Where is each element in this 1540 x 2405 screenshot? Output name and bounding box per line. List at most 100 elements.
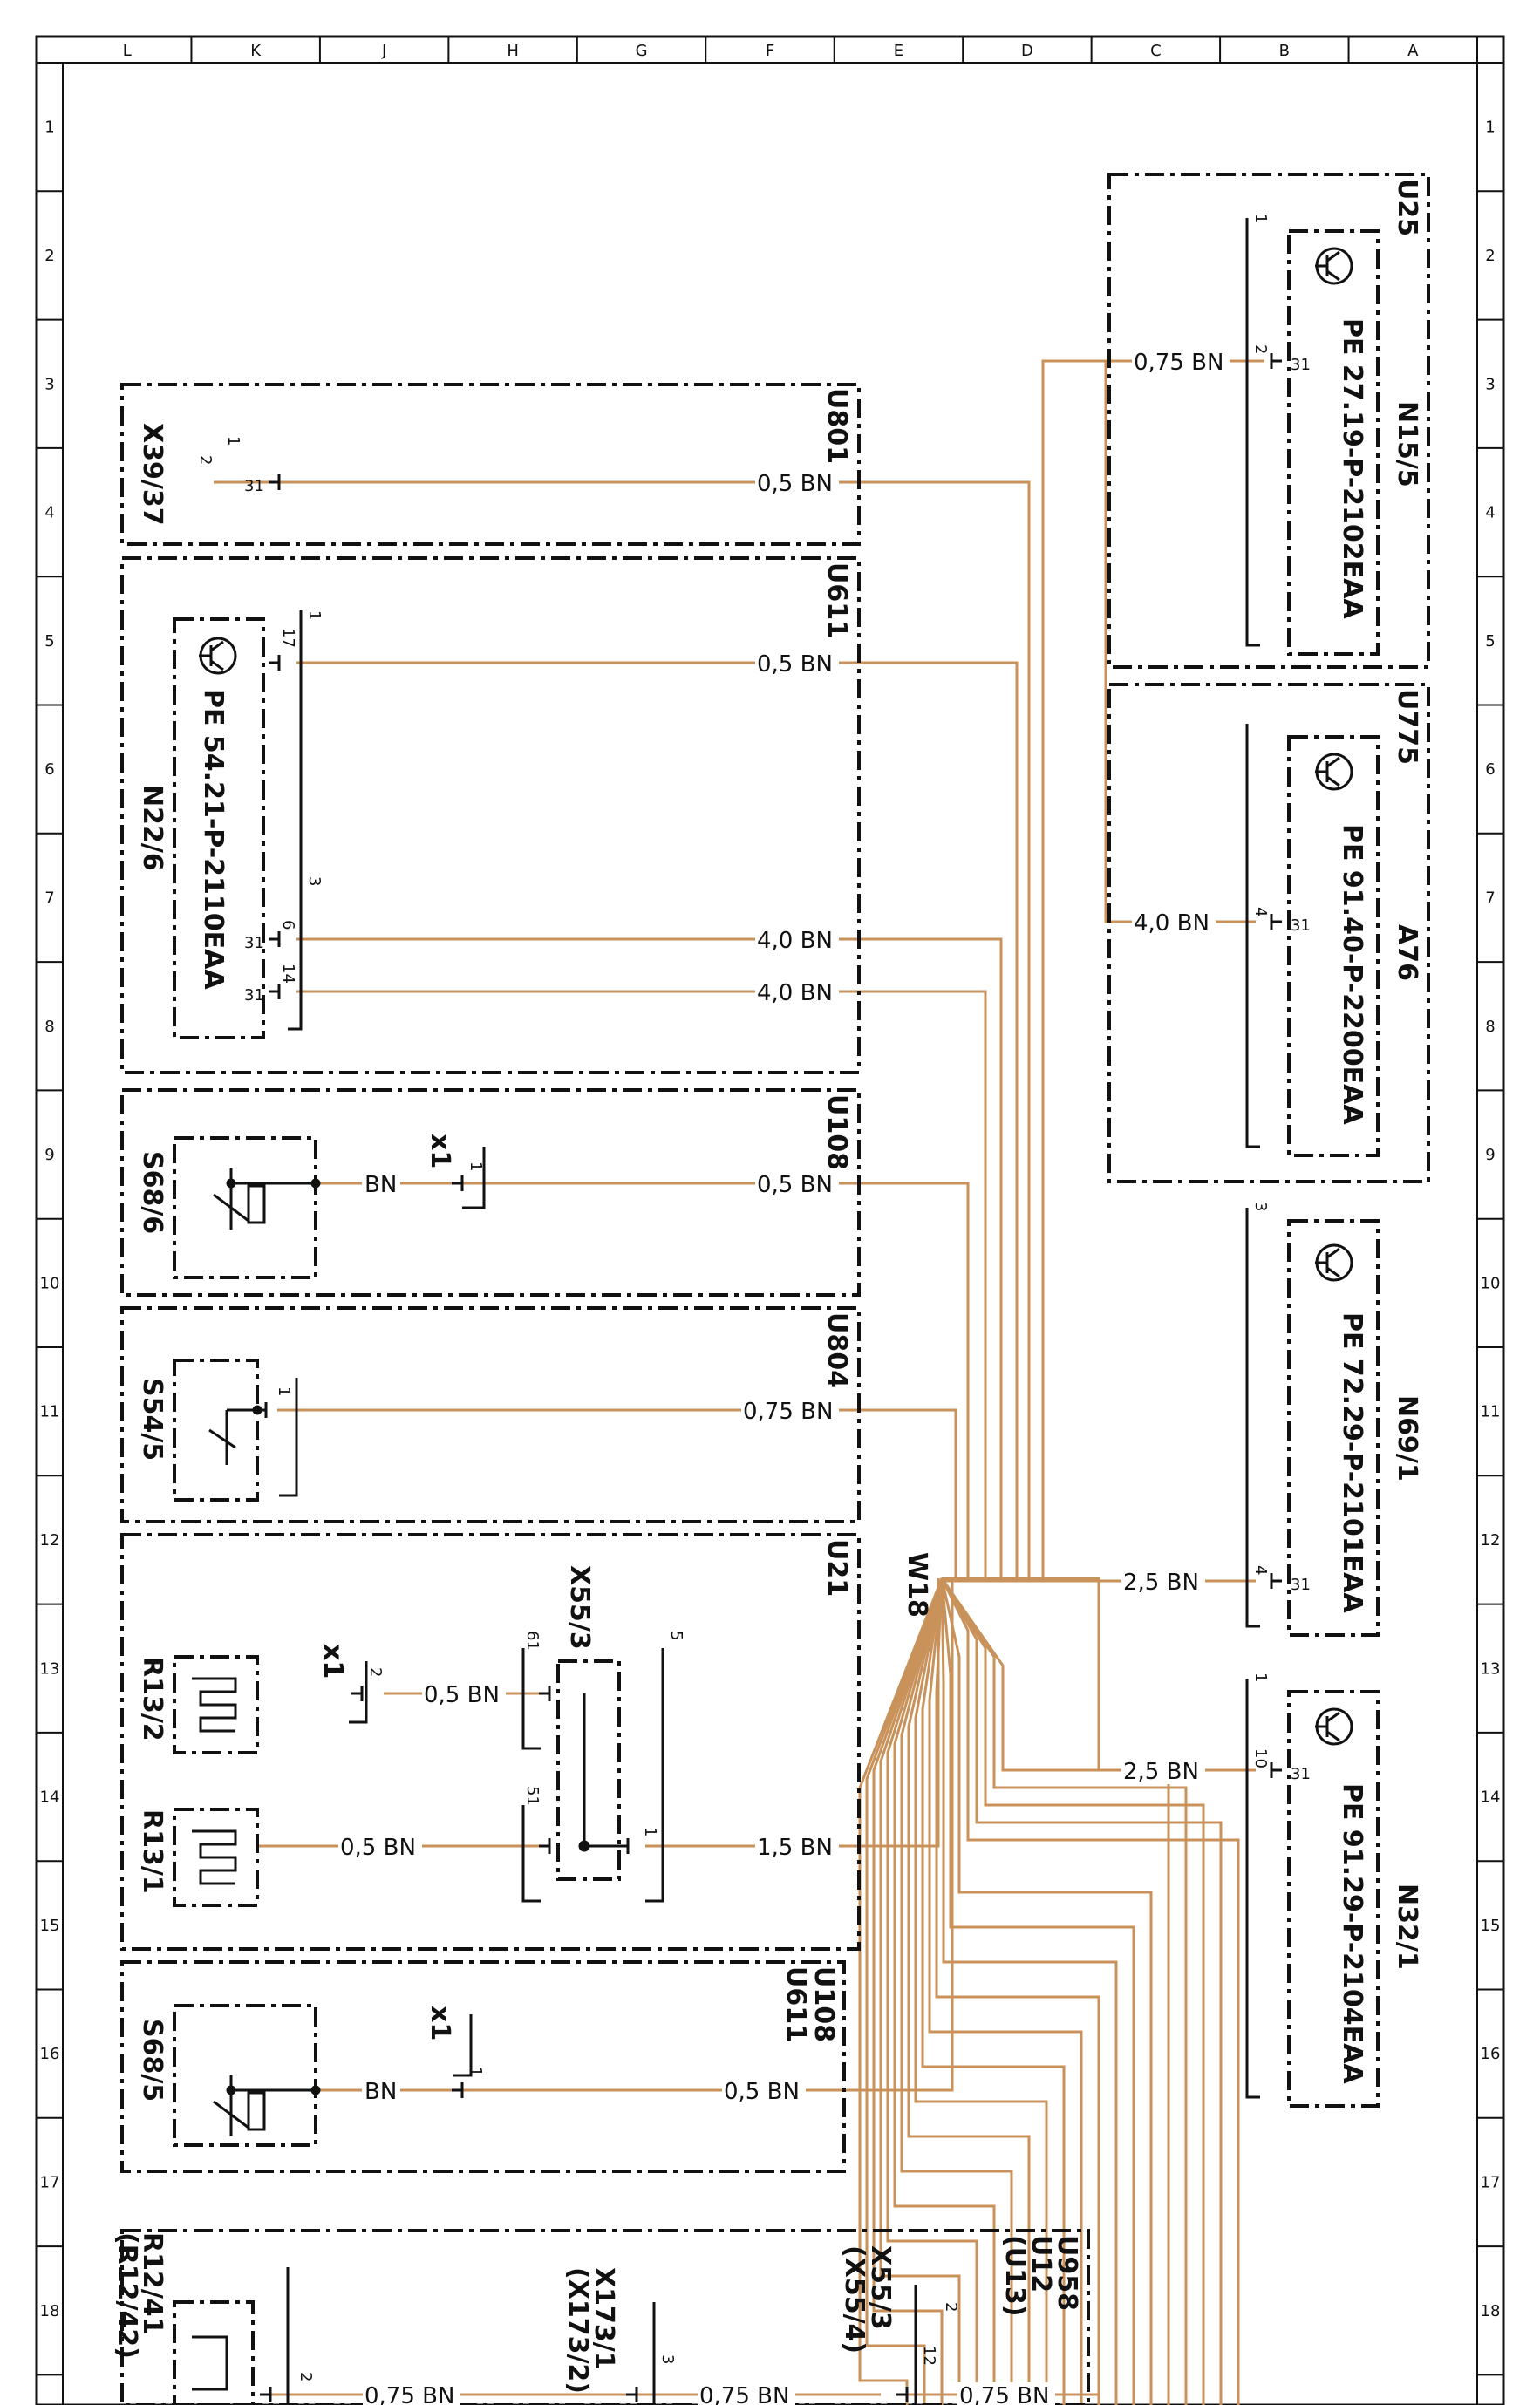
component-n22-6-box (173, 617, 265, 1039)
wire-label: 4,0 BN (757, 980, 833, 1006)
grid-column-label: G (636, 42, 648, 60)
block-u21 (120, 1533, 861, 1951)
grid-row-label: 13 (40, 1659, 60, 1678)
block-u775 (1107, 683, 1430, 1183)
x1-label: x1 (425, 1134, 455, 1168)
component-r13-1-box (173, 1808, 259, 1907)
diagram-frame (35, 35, 1505, 2405)
grid-row-label: 10 (1481, 1274, 1501, 1292)
pin-label: 5 (667, 1631, 685, 1640)
grid-column-label: C (1150, 42, 1162, 60)
pin-label: 1 (305, 610, 324, 620)
ground-symbol-icon (1315, 1243, 1353, 1282)
grid-row-label: 8 (1485, 1018, 1495, 1036)
block-u611 (120, 556, 861, 1074)
grid-row-label: 5 (44, 632, 54, 651)
grid-row-label: 6 (1485, 760, 1495, 779)
pin-label: 1 (1251, 214, 1270, 223)
grid-row-label: 7 (1485, 889, 1495, 907)
pin-label: 31 (244, 934, 264, 952)
pin-label: 3 (1251, 1202, 1270, 1211)
pin-label: 51 (523, 1786, 542, 1806)
grid-column-label: A (1407, 42, 1419, 60)
pin-label: 2 (942, 2302, 960, 2312)
component-r12-41-box (173, 2300, 255, 2405)
block-label-u611: U611 (821, 562, 852, 638)
component-label-n32-1: N32/1 (1392, 1884, 1422, 1970)
wire-label: 0,5 BN (757, 471, 833, 497)
wire-label: 1,5 BN (757, 1835, 833, 1861)
component-label-r13-2: R13/2 (137, 1657, 167, 1741)
component-label-x173-2: (X173/2) (562, 2267, 593, 2394)
component-ref-n15-5: PE 27.19-P-2102EAA (1337, 318, 1367, 619)
component-label-r12-41: R12/41 (137, 2232, 167, 2335)
block-u804 (120, 1306, 861, 1523)
block-label-u21: U21 (821, 1539, 852, 1597)
grid-row-label: 14 (1481, 1788, 1501, 1807)
component-s68-5-box (173, 2004, 317, 2147)
pin-label: 31 (244, 986, 264, 1005)
component-r13-2-box (173, 1655, 259, 1754)
pin-labels: 31 31 31 31 31 31 31 2 1 4 4 3 10 1 1 2 … (196, 214, 1311, 2381)
pin-label: 2 (1251, 344, 1270, 354)
pin-label: 14 (279, 964, 297, 984)
component-label-r13-1: R13/1 (137, 1809, 167, 1894)
component-label-x39-37: X39/37 (137, 423, 167, 526)
connector-brackets (279, 218, 1260, 2405)
heater-r13-2-icon (192, 1677, 237, 1733)
grid-row-label: 15 (40, 1917, 60, 1935)
block-u958 (120, 2229, 1090, 2405)
component-label-x55-3b: X55/3 (865, 2245, 896, 2330)
wire-label: 0,75 BN (699, 2383, 789, 2405)
ground-symbol-icon (1315, 1707, 1353, 1746)
x1-label: x1 (317, 1644, 348, 1679)
grid-row-label: 1 (1485, 119, 1495, 137)
grid-row-label: 10 (40, 1274, 60, 1292)
heater-r13-1-icon (192, 1829, 237, 1885)
switch-s54-5-icon (208, 1405, 262, 1465)
grid-row-label: 14 (40, 1788, 60, 1807)
wire-label: 0,5 BN (757, 1172, 833, 1198)
ground-symbol-icon (1315, 753, 1353, 791)
heater-r12-41-icon (192, 2335, 228, 2391)
pin-label: 31 (1291, 1765, 1311, 1783)
wire-label: 0,5 BN (340, 1835, 416, 1861)
grid-row-label: 5 (1485, 632, 1495, 651)
wire-label: 0,75 BN (743, 1399, 833, 1425)
wire-label: 2,5 BN (1123, 1759, 1199, 1785)
pin-label: 31 (244, 477, 264, 495)
x55-bridge (578, 1693, 628, 1852)
pin-label: 2 (296, 2372, 315, 2381)
component-n15-5-box (1287, 229, 1380, 656)
grid-row-label: 9 (44, 1146, 54, 1164)
pin-label: 31 (1291, 1576, 1311, 1594)
grid-row-label: 11 (40, 1403, 60, 1421)
grid-row-label: 7 (44, 889, 54, 907)
component-label-x55-4: (X55/4) (839, 2245, 869, 2354)
grid-row-label: 12 (40, 1531, 60, 1550)
pin-label: 1 (224, 436, 242, 446)
wire-label: 0,75 BN (1134, 350, 1223, 376)
block-label-u775: U775 (1392, 689, 1422, 765)
harness-label: W18 (902, 1552, 932, 1618)
grid-row-label: 18 (1481, 2302, 1501, 2320)
pin-label: 17 (279, 628, 297, 648)
wire-label: 4,0 BN (757, 928, 833, 954)
block-label-u13: (U13) (999, 2235, 1030, 2317)
grid-column-label: E (894, 42, 903, 60)
grid-row-label: 17 (40, 2173, 60, 2191)
grid-row-label: 4 (44, 504, 54, 522)
component-label-x55-3: X55/3 (564, 1565, 595, 1650)
component-label-s68-6: S68/6 (137, 1151, 167, 1234)
pin-label: 1 (641, 1827, 659, 1836)
block-label-u108-b: U108 (808, 1966, 839, 2042)
pin-label: 3 (305, 876, 324, 886)
wire-label: 0,5 BN (424, 1682, 500, 1708)
pin-label: 3 (658, 2354, 677, 2364)
grid-row-label: 1 (44, 119, 54, 137)
component-s68-6-box (173, 1136, 317, 1279)
component-a76-box (1287, 735, 1380, 1157)
ground-symbol-icon (199, 637, 237, 675)
